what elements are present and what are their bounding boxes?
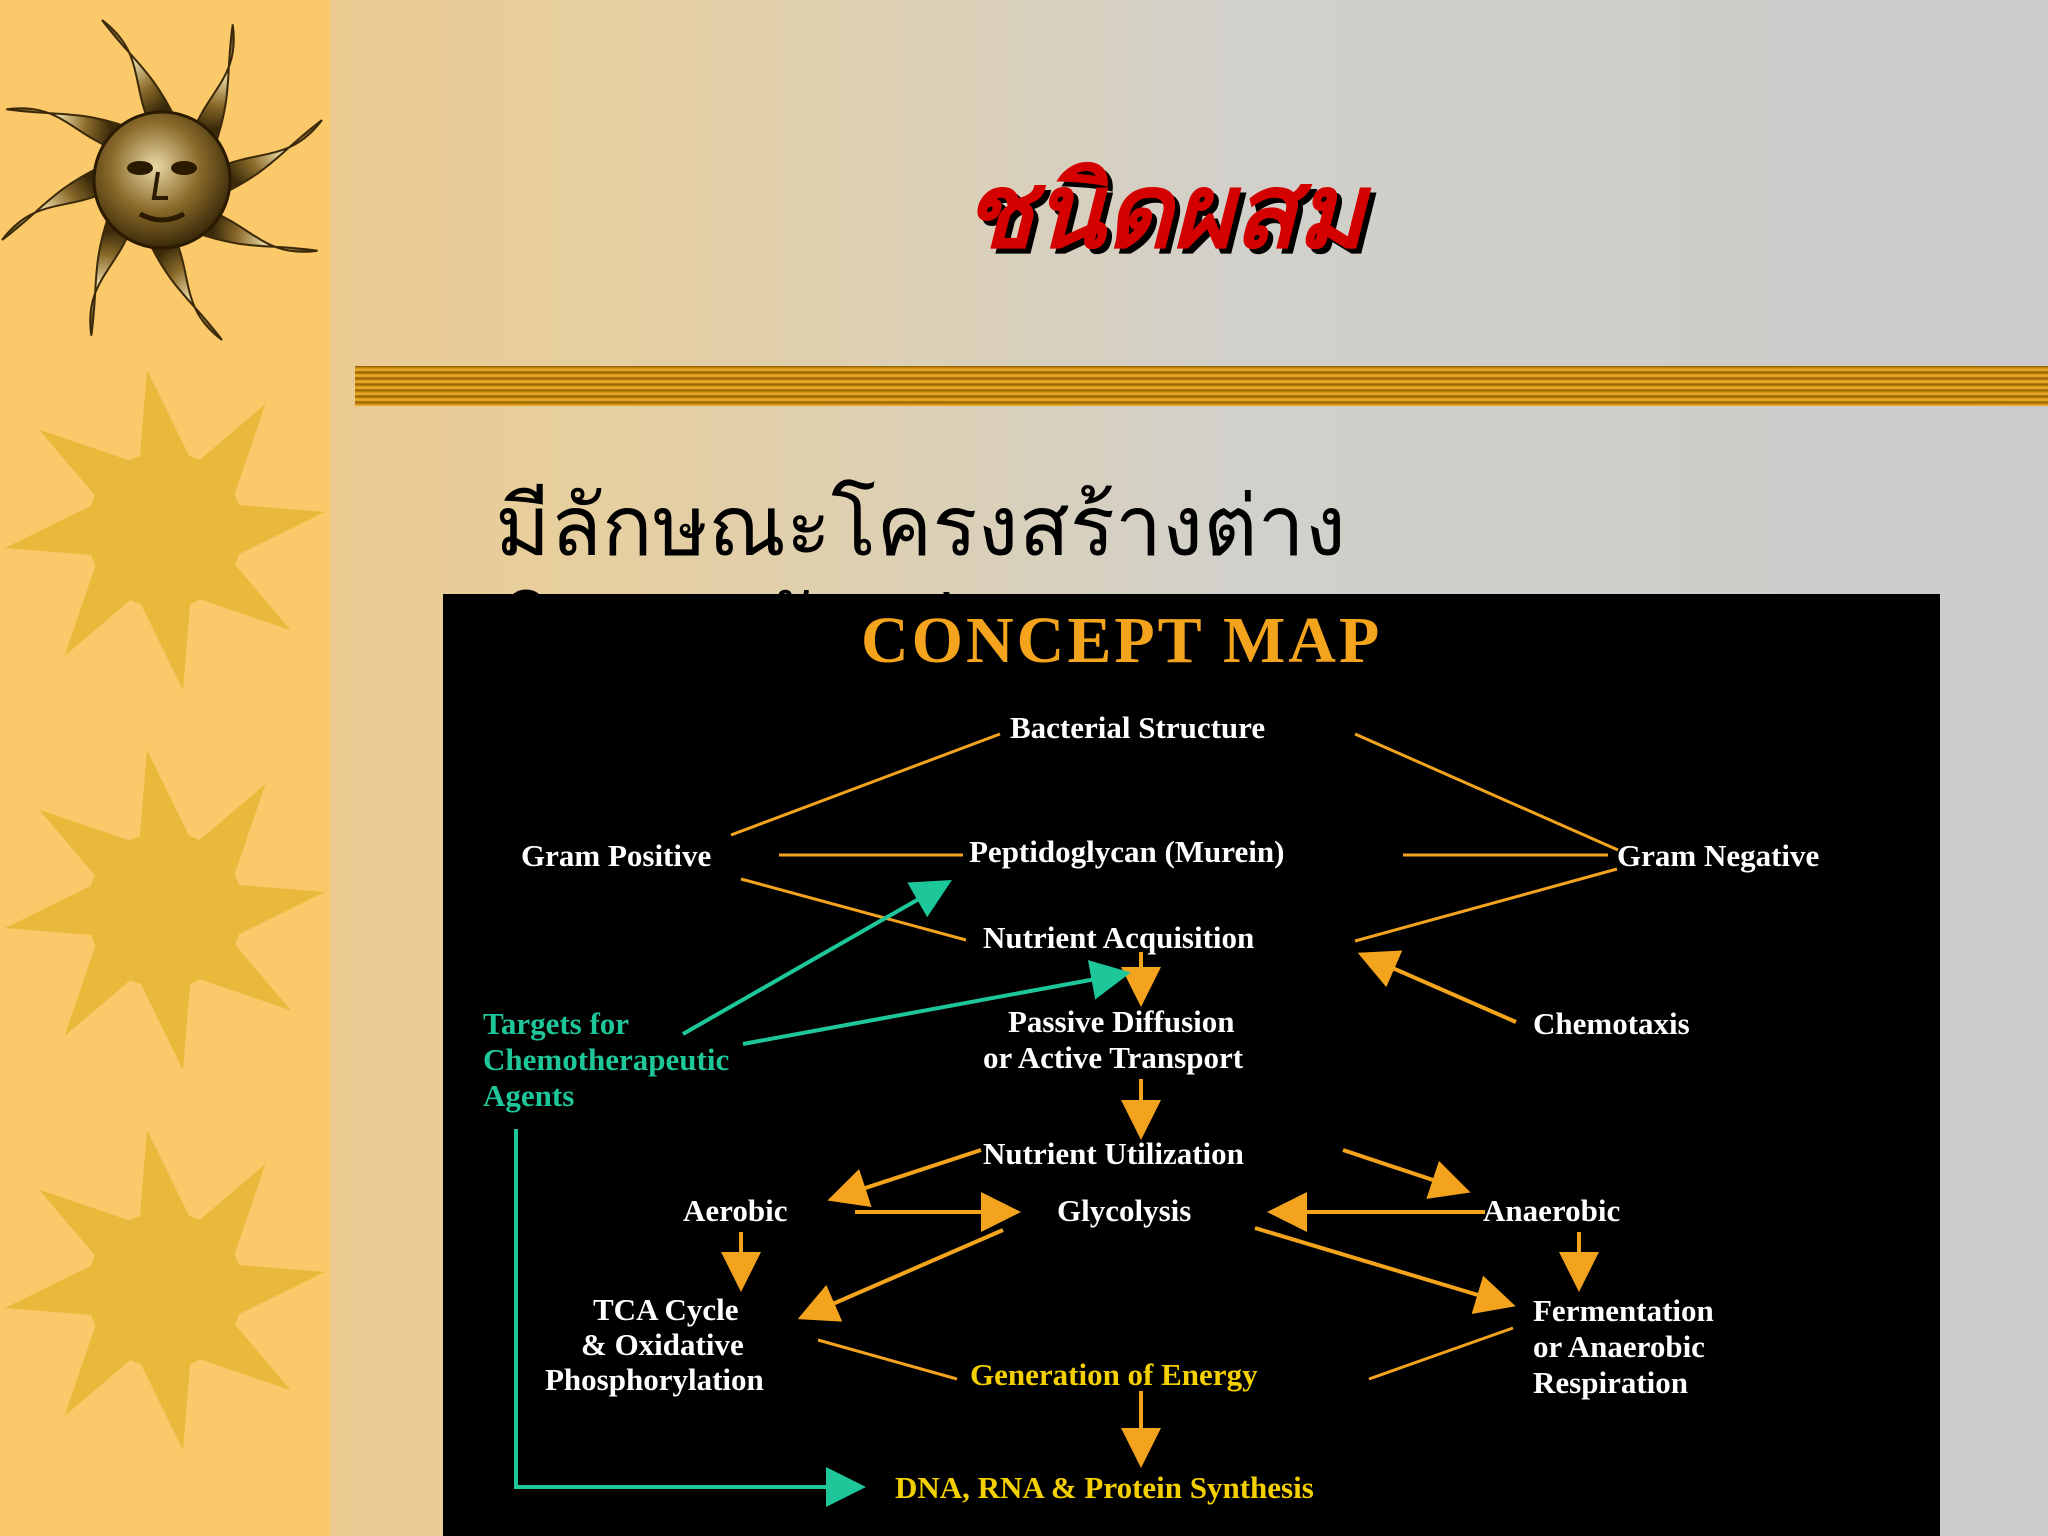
decorative-sidebar	[0, 0, 330, 1536]
node-fermentation-line2: or Anaerobic	[1533, 1329, 1705, 1364]
target-arrows	[514, 880, 1131, 1507]
node-chemotaxis: Chemotaxis	[1533, 1006, 1690, 1041]
node-peptidoglycan: Peptidoglycan (Murein)	[969, 834, 1284, 869]
node-fermentation-line1: Fermentation	[1533, 1293, 1714, 1328]
node-nutrient-acquisition: Nutrient Acquisition	[983, 920, 1254, 955]
node-tca-line2: & Oxidative	[581, 1327, 744, 1362]
concept-map-diagram: CONCEPT MAP Bacterial Structure Gram Pos…	[483, 604, 1819, 1507]
node-targets-line3: Agents	[483, 1078, 574, 1113]
node-anaerobic: Anaerobic	[1483, 1193, 1620, 1228]
sun-icon	[5, 1130, 325, 1450]
node-passive-diffusion-line2: or Active Transport	[983, 1040, 1244, 1075]
node-targets-line1: Targets for	[483, 1006, 629, 1041]
node-tca-line1: TCA Cycle	[593, 1292, 739, 1327]
node-gram-negative: Gram Negative	[1617, 838, 1819, 873]
node-passive-diffusion-line1: Passive Diffusion	[1008, 1004, 1235, 1039]
node-targets-line2: Chemotherapeutic	[483, 1042, 729, 1077]
concept-map-heading: CONCEPT MAP	[861, 604, 1382, 677]
sun-face-icon	[1, 19, 323, 341]
node-nutrient-utilization: Nutrient Utilization	[983, 1136, 1244, 1171]
node-glycolysis: Glycolysis	[1057, 1193, 1191, 1228]
node-bacterial-structure: Bacterial Structure	[1010, 710, 1265, 745]
node-dna-rna-protein-synthesis: DNA, RNA & Protein Synthesis	[895, 1470, 1314, 1505]
node-fermentation-line3: Respiration	[1533, 1365, 1688, 1400]
connector-lines	[730, 732, 1619, 1381]
sun-icon	[5, 750, 325, 1070]
slide-subtitle: มีลักษณะโครงสร้างต่าง	[495, 477, 1346, 575]
node-generation-of-energy: Generation of Energy	[970, 1357, 1258, 1392]
title-divider	[355, 366, 2048, 406]
flow-arrows	[721, 950, 1599, 1468]
node-tca-line3: Phosphorylation	[545, 1362, 764, 1397]
slide-title: ชนิดผสม	[962, 150, 1366, 272]
node-aerobic: Aerobic	[683, 1193, 787, 1228]
concept-map-panel: CONCEPT MAP Bacterial Structure Gram Pos…	[443, 594, 1940, 1536]
node-gram-positive: Gram Positive	[521, 838, 711, 873]
sun-icon	[5, 370, 325, 690]
